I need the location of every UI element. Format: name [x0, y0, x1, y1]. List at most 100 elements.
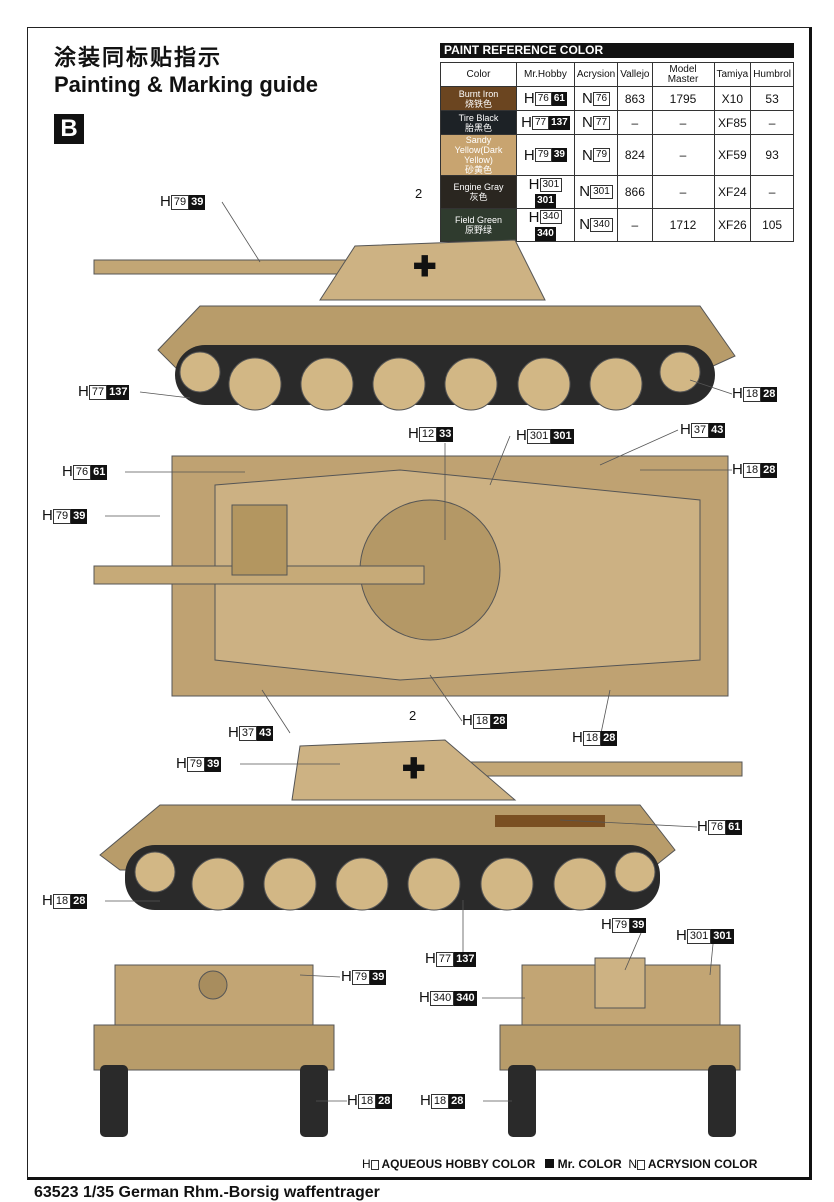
- hobby-code: 18: [742, 462, 762, 478]
- color-name-cn: 烧铁色: [464, 98, 492, 109]
- hobby-code: 77: [88, 384, 108, 400]
- mr-color-code: 61: [91, 464, 108, 480]
- vallejo-code: 866: [617, 175, 653, 209]
- color-name: Sandy Yellow(Dark Yellow): [454, 135, 503, 165]
- humbrol-code: 105: [750, 207, 794, 242]
- side-view-right: ✚: [99, 739, 743, 911]
- decal-number: 2: [415, 186, 423, 201]
- top-view: [93, 455, 729, 697]
- hobby-code: 79: [611, 917, 631, 933]
- mr-color-code: 39: [71, 508, 88, 524]
- mr-color-code: 28: [761, 386, 778, 402]
- color-name: Tire Black: [458, 112, 499, 123]
- humbrol-code: –: [750, 175, 794, 209]
- front-view: [93, 964, 335, 1137]
- color-swatch: Sandy Yellow(Dark Yellow)砂黄色: [440, 134, 517, 176]
- scheme-badge: B: [54, 114, 84, 144]
- vallejo-code: 824: [617, 134, 653, 176]
- mr-color-code: 43: [257, 725, 274, 741]
- mr-color-code: 61: [726, 819, 743, 835]
- svg-text:✚: ✚: [402, 753, 425, 784]
- hobby-code: 79: [52, 508, 72, 524]
- mr-color-code: 340: [454, 990, 477, 1006]
- rear-view: [499, 957, 741, 1137]
- side-view-left: ✚: [93, 239, 736, 411]
- mr-color-code: 137: [107, 384, 130, 400]
- hobby-code: 301: [686, 928, 712, 944]
- tamiya-code: XF24: [713, 175, 752, 209]
- mr-color-code: 33: [437, 426, 454, 442]
- vallejo-code: –: [617, 207, 653, 242]
- hobby-code: 37: [238, 725, 258, 741]
- footer-title: 63523 1/35 German Rhm.-Borsig waffentrag…: [34, 1184, 380, 1201]
- page-title: Painting & Marking guide: [54, 72, 319, 97]
- hobby-code: 79: [351, 969, 371, 985]
- hobby-code: 37: [690, 422, 710, 438]
- column-header: Acrysion: [573, 62, 619, 87]
- color-name: Burnt Iron: [458, 88, 499, 99]
- mr-color-code: 137: [454, 951, 477, 967]
- svg-text:✚: ✚: [413, 251, 436, 282]
- hobby-code: 79: [186, 756, 206, 772]
- mr-color-code: 28: [761, 462, 778, 478]
- hobby-code: 18: [357, 1093, 377, 1109]
- color-legend: H AQUEOUS HOBBY COLOR Mr. COLOR N ACRYSI…: [362, 1157, 758, 1171]
- color-name-cn: 胎黑色: [464, 122, 492, 133]
- hobby-code: 18: [582, 730, 602, 746]
- color-name: Engine Gray: [453, 181, 504, 192]
- mr-color-code: 28: [376, 1093, 393, 1109]
- vallejo-code: 863: [617, 86, 653, 111]
- hobby-code: 18: [472, 713, 492, 729]
- page-frame: [27, 27, 812, 1180]
- leader-lines: [105, 201, 733, 1102]
- hobby-code: 76: [707, 819, 727, 835]
- tamiya-code: XF85: [713, 110, 752, 135]
- color-name-cn: 灰色: [469, 191, 488, 202]
- color-name-cn: 原野绿: [464, 224, 492, 235]
- color-name-cn: 砂黄色: [464, 165, 492, 175]
- mr-color-code: 43: [709, 422, 726, 438]
- hobby-code: 18: [742, 386, 762, 402]
- hobby-code: 79: [170, 194, 190, 210]
- mr-color-code: 28: [449, 1093, 466, 1109]
- model-master-code: 1712: [651, 207, 715, 242]
- color-name: Field Green: [454, 214, 503, 225]
- mr-color-code: 301: [551, 428, 574, 444]
- tamiya-code: XF59: [713, 134, 752, 176]
- column-header: Mr.Hobby: [516, 62, 575, 87]
- paint-reference-title: PAINT REFERENCE COLOR: [440, 43, 794, 58]
